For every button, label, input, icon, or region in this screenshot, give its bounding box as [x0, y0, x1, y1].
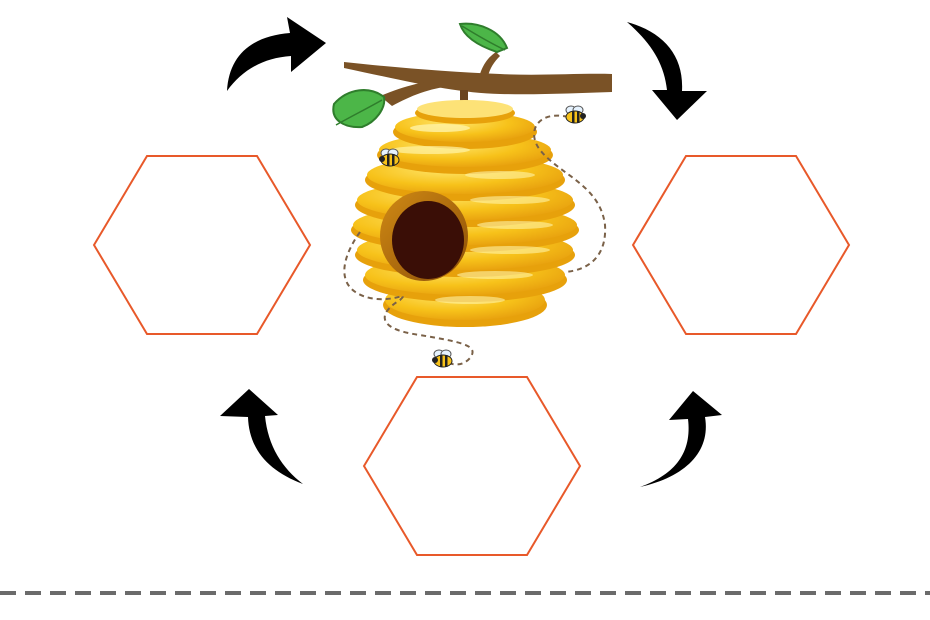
- curved-arrow-icon: [627, 22, 707, 120]
- bee-icon: [432, 349, 453, 368]
- curved-arrow-icon: [640, 391, 722, 487]
- bee-icon: [379, 148, 400, 167]
- curved-arrow-icon: [227, 17, 326, 91]
- leaf-icon: [332, 89, 386, 129]
- hive-body: [351, 100, 579, 327]
- branch: [344, 52, 612, 108]
- bee-icon: [565, 105, 586, 124]
- beehive-illustration: [332, 22, 612, 368]
- hexagon-stage-left[interactable]: [92, 155, 312, 335]
- leaf-icon: [458, 22, 509, 54]
- hive-entrance: [380, 191, 468, 281]
- curved-arrow-icon: [220, 389, 303, 484]
- bee-flight-trail: [343, 114, 607, 366]
- hexagon-stage-right[interactable]: [631, 155, 851, 335]
- hexagon-stage-bottom[interactable]: [362, 376, 582, 556]
